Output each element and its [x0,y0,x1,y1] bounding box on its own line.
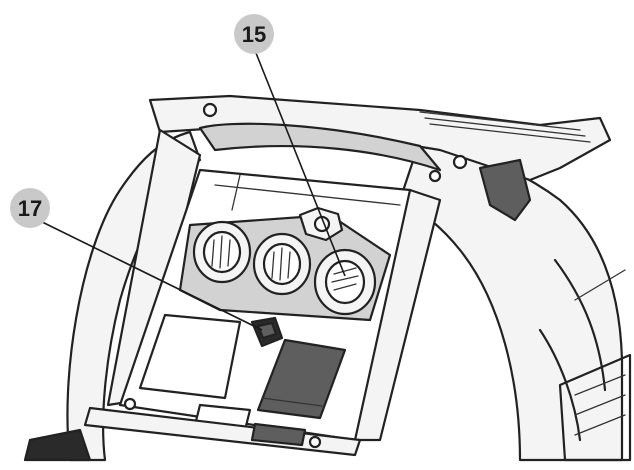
leader-line-15 [253,47,346,277]
callout-17: 17 [10,188,50,228]
base-strip [83,397,362,457]
knob-center [252,232,312,296]
knob-right-15 [313,248,377,316]
nut-fitting [298,206,344,242]
cover-block [256,338,347,420]
carry-handle [148,94,612,222]
knob-left [192,220,252,284]
leader-line-17 [33,217,263,331]
housing [23,130,632,462]
callout-15-label: 15 [242,22,266,47]
knob-panel [178,206,392,322]
callout-17-label: 17 [18,196,42,221]
callout-15: 15 [234,14,274,54]
switch-17 [250,316,284,348]
